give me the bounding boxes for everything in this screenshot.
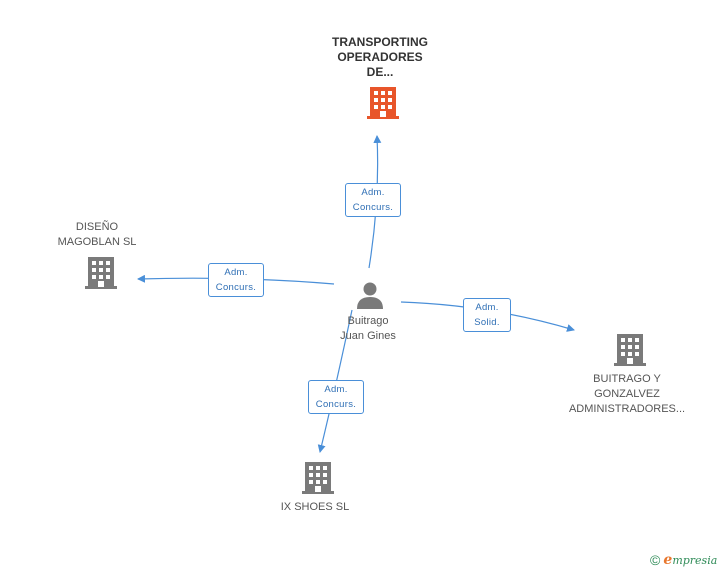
company-label-buitrago-gonzalvez[interactable]: BUITRAGO Y GONZALVEZ ADMINISTRADORES... (563, 372, 691, 417)
relation-label-diseno[interactable]: Adm. Concurs. (208, 263, 264, 297)
brand-logo: empresia (663, 552, 718, 568)
building-icon[interactable] (614, 333, 646, 367)
company-label-ix-shoes[interactable]: IX SHOES SL (258, 500, 372, 515)
company-label-line: DE... (366, 65, 394, 79)
person-icon[interactable] (355, 280, 385, 310)
relation-label-line: Adm. (361, 187, 385, 198)
relation-label-line: Concurs. (215, 282, 257, 293)
company-label-line: ADMINISTRADORES... (568, 403, 686, 415)
company-label-line: TRANSPORTING (332, 35, 428, 49)
company-label-diseno[interactable]: DISEÑO MAGOBLAN SL (42, 220, 152, 250)
brand-name: mpresia (672, 554, 718, 567)
company-label-line: MAGOBLAN SL (57, 236, 137, 248)
company-label-line: IX SHOES SL (280, 501, 350, 513)
relation-label-line: Adm. (324, 384, 348, 395)
person-name-line-2: Juan Gines (340, 330, 396, 342)
person-name[interactable]: Buitrago Juan Gines (318, 314, 418, 344)
company-label-transporting[interactable]: TRANSPORTING OPERADORES DE... (315, 35, 445, 80)
brand-footer[interactable]: © empresia (650, 552, 717, 572)
relation-label-line: Adm. (224, 267, 248, 278)
company-label-line: OPERADORES (337, 50, 423, 64)
company-label-line: DISEÑO (75, 221, 119, 233)
relation-label-buitrago-gonzalvez[interactable]: Adm. Solid. (463, 298, 511, 332)
building-icon[interactable] (302, 461, 334, 495)
relation-label-line: Adm. (475, 302, 499, 313)
person-name-line-1: Buitrago (347, 315, 389, 327)
relation-label-line: Concurs. (315, 399, 357, 410)
relation-label-ix-shoes[interactable]: Adm. Concurs. (308, 380, 364, 414)
relation-label-line: Concurs. (352, 202, 394, 213)
building-icon[interactable] (367, 86, 399, 120)
company-label-line: BUITRAGO Y (593, 373, 661, 385)
building-icon[interactable] (85, 256, 117, 290)
copyright-icon: © (650, 552, 661, 568)
relation-label-line: Solid. (474, 317, 500, 328)
brand-initial: e (663, 552, 673, 568)
relation-label-transporting[interactable]: Adm. Concurs. (345, 183, 401, 217)
company-label-line: GONZALVEZ (594, 388, 660, 400)
